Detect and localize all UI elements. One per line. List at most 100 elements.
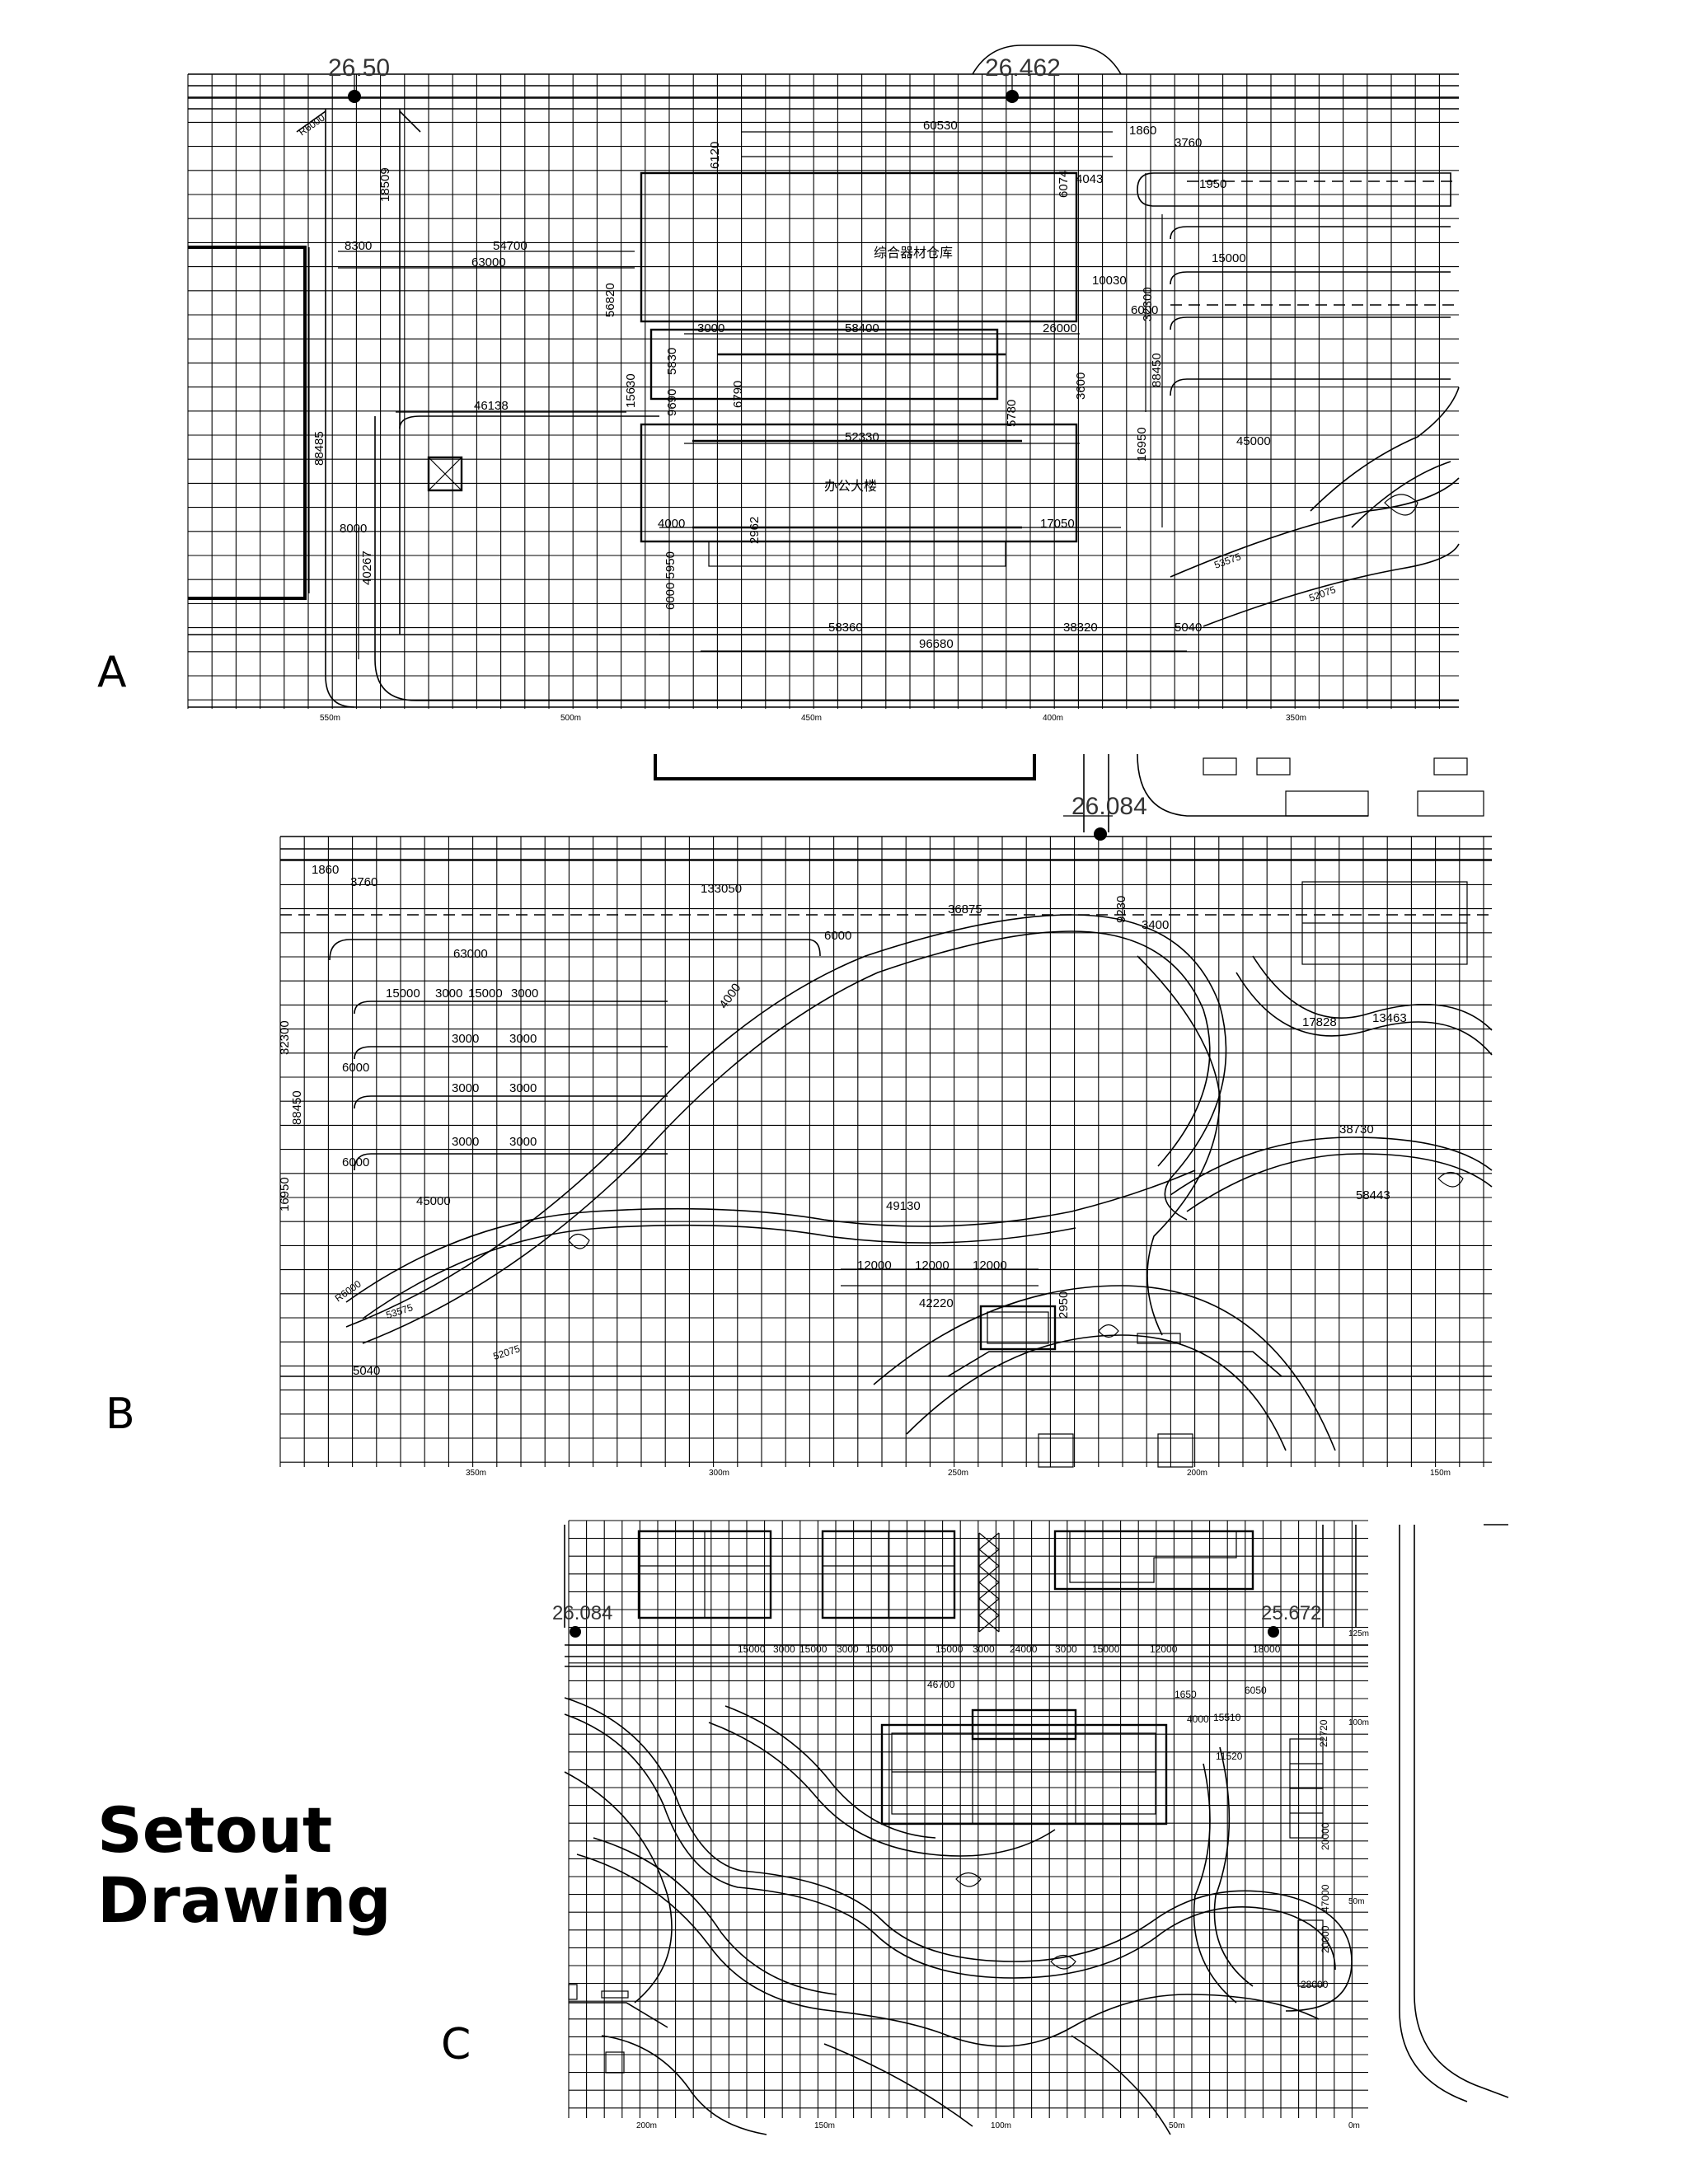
dimension-label: 3760 [1175, 136, 1202, 150]
dimension-label: 88450 [1150, 353, 1164, 387]
dimension-label: 28000 [1301, 1979, 1329, 1990]
warehouse-label: 综合器材仓库 [874, 245, 953, 260]
dimension-label: 20000 [1320, 1822, 1331, 1850]
elevation-label: 26.462 [985, 54, 1061, 82]
scale-label: 250m [948, 1469, 968, 1478]
drawing-title: Setout Drawing [97, 1795, 392, 1935]
scale-label: 200m [636, 2121, 657, 2130]
dimension-label: 32300 [278, 1020, 292, 1055]
dimension-label: 56820 [603, 283, 617, 317]
dimension-label: 18000 [1253, 1643, 1281, 1655]
scale-label: 350m [466, 1469, 486, 1478]
dimension-label: 32300 [1141, 287, 1155, 321]
adjacent-buildings-c [564, 1525, 1357, 1633]
pylon-structure [978, 1532, 1000, 1633]
dimension-label: 3000 [1055, 1643, 1077, 1655]
dimension-label: 133050 [701, 882, 742, 896]
adjacent-structures-b [654, 753, 1484, 832]
scale-label: 150m [814, 2121, 835, 2130]
dimension-label: 10030 [1092, 274, 1127, 288]
dimension-label: 58360 [828, 621, 863, 635]
elevation-point [1268, 1626, 1279, 1638]
dimension-label: 20000 [1320, 1925, 1331, 1953]
dimension-label: 46138 [474, 399, 509, 413]
elevation-label: 26.084 [1071, 793, 1147, 820]
dimension-label: 63000 [471, 255, 506, 269]
curved-path-b [345, 914, 1493, 1451]
dimension-label: 22720 [1318, 1719, 1329, 1747]
setout-plan-a: 综合器材仓库 办公大楼 [187, 45, 1460, 723]
panel-letter-b: B [106, 1390, 135, 1439]
curved-path-c [564, 1697, 1353, 2135]
dimension-label: 6790 [731, 381, 745, 408]
dimension-label: 5040 [353, 1364, 380, 1378]
dimension-label: 15630 [624, 373, 638, 408]
dimension-label: 15000 [386, 987, 420, 1001]
elevation-markers-a: 26.50 26.462 [328, 54, 1061, 103]
dimension-label: 3000 [837, 1643, 859, 1655]
elevation-markers-b: 26.084 [1063, 793, 1147, 841]
dimension-label: 3760 [350, 875, 377, 889]
east-road-c [1399, 1524, 1509, 2102]
panel-letter-c: C [441, 2020, 471, 2069]
dimension-label: 16950 [1135, 427, 1149, 462]
dimension-label: 15000 [1212, 251, 1246, 265]
scale-label: 150m [1430, 1469, 1451, 1478]
scale-label: 500m [560, 714, 581, 723]
dimension-label: 8000 [340, 522, 367, 536]
dimension-label: 15000 [935, 1643, 964, 1655]
elevation-markers-c: 26.084 25.672 [552, 1602, 1321, 1638]
site-roads-c [565, 1644, 1368, 1667]
east-features-c [1289, 1738, 1324, 1987]
dimension-label: 6000 [824, 929, 851, 943]
dimension-label: 9230 [1114, 896, 1128, 923]
dimension-label: 36875 [948, 902, 982, 916]
dimension-label: 6000 [342, 1061, 369, 1075]
dimension-label: 8300 [345, 239, 372, 253]
dimension-labels-b: 133050 36875 1860 3760 63000 15000 3000 … [278, 863, 1407, 1378]
dimension-label: 52330 [845, 430, 879, 444]
dimension-label: 11520 [1216, 1750, 1243, 1762]
dimension-label: 3000 [452, 1032, 479, 1046]
dimension-label: 16950 [278, 1177, 292, 1212]
dimension-label: 40267 [360, 551, 374, 585]
survey-marker [427, 456, 463, 492]
dimension-label: 15510 [1213, 1712, 1241, 1723]
scale-label: 200m [1187, 1469, 1207, 1478]
dimension-label: 26000 [1043, 321, 1077, 335]
dimension-label: 54700 [493, 239, 528, 253]
dimension-label: 3400 [1142, 918, 1169, 932]
dimension-label: 47000 [1320, 1884, 1331, 1912]
scale-label: 450m [801, 714, 822, 723]
dimension-label: 1860 [1129, 124, 1156, 138]
elevation-point [570, 1626, 581, 1638]
dimension-label: 3000 [697, 321, 724, 335]
dimension-label: 12000 [1150, 1643, 1178, 1655]
dimension-label: 5040 [1175, 621, 1202, 635]
scale-label: 50m [1169, 2121, 1184, 2130]
dimension-label: 13463 [1372, 1011, 1407, 1025]
site-roads-b [280, 836, 1492, 1377]
dimension-label: 6000 5950 [663, 551, 678, 610]
dimension-label: 5830 [665, 348, 679, 375]
dimension-label: 58400 [845, 321, 879, 335]
dimension-label: 3000 [509, 1081, 537, 1095]
dimension-label: 12000 [973, 1258, 1007, 1272]
dimension-label: 3000 [452, 1135, 479, 1149]
dimension-label: 46700 [927, 1679, 955, 1690]
warehouse-building: 综合器材仓库 [640, 156, 1146, 412]
dimension-label: 5780 [1005, 400, 1019, 427]
setout-plan-b: 26.084 133050 36875 1860 3760 63000 1500… [278, 753, 1493, 1478]
entrance-gate-b [841, 1268, 1193, 1468]
dimension-label: 4000 [1187, 1713, 1209, 1725]
dimension-label: 42220 [919, 1296, 954, 1310]
dimension-lines-a [308, 131, 1187, 659]
dimension-label: 88485 [312, 431, 326, 466]
dimension-label: 1860 [312, 863, 339, 877]
adjacent-building-outline [188, 246, 307, 600]
dimension-label: 45000 [1236, 434, 1271, 448]
dimension-label: 18509 [378, 167, 392, 202]
scale-bar-b: 350m 300m 250m 200m 150m [466, 1469, 1451, 1478]
dimension-label: 9690 [665, 389, 679, 416]
dimension-label: 3000 [509, 1032, 537, 1046]
